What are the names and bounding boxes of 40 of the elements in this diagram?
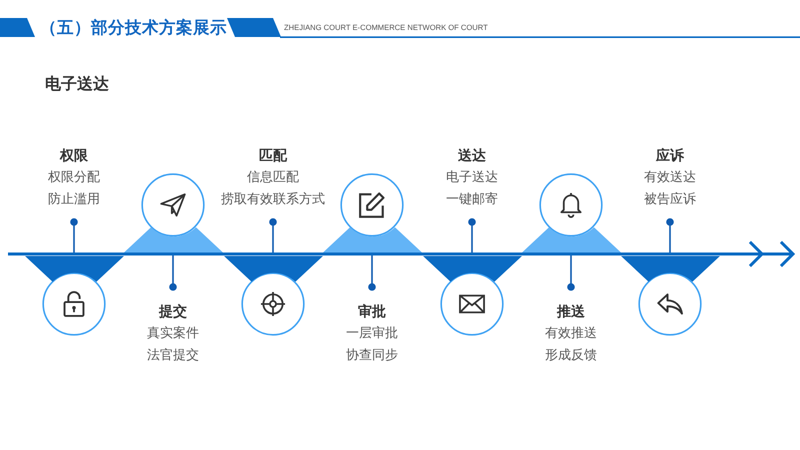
leader-line [169,256,177,291]
step-description: 有效送达 [644,168,696,186]
page-title: （五）部分技术方案展示 [40,18,227,39]
step-description: 被告应诉 [644,190,696,208]
icon-circle [340,173,404,237]
step-heading: 权限 [60,146,88,165]
leader-line [70,218,78,252]
triangle-band [322,227,422,256]
step-description: 电子送达 [446,168,498,186]
leader-line [269,218,277,252]
step-description: 信息匹配 [247,168,299,186]
icon-circle [539,173,603,237]
step-description: 一层审批 [346,324,398,342]
leader-line [666,218,674,252]
triangle-band [124,227,222,256]
icon-circle [42,272,106,336]
step-description: 捞取有效联系方式 [221,190,325,208]
step-description: 权限分配 [48,168,100,186]
step-heading: 推送 [557,302,585,321]
step-description: 形成反馈 [545,346,597,364]
icon-circle [241,272,305,336]
step-description: 有效推送 [545,324,597,342]
step-description: 法官提交 [147,346,199,364]
step-description: 真实案件 [147,324,199,342]
leader-line [468,218,476,252]
leader-line [567,256,575,291]
triangle-band [522,227,620,256]
leader-line [368,256,376,291]
step-description: 一键邮寄 [446,190,498,208]
icon-circle [440,272,504,336]
step-heading: 应诉 [656,146,684,165]
step-heading: 审批 [358,302,386,321]
icon-circle [141,173,205,237]
section-heading: 电子送达 [45,74,109,95]
step-description: 防止滥用 [48,190,100,208]
step-heading: 送达 [458,146,486,165]
step-description: 协查同步 [346,346,398,364]
step-heading: 提交 [159,302,187,321]
step-heading: 匹配 [259,146,287,165]
icon-circle [638,272,702,336]
